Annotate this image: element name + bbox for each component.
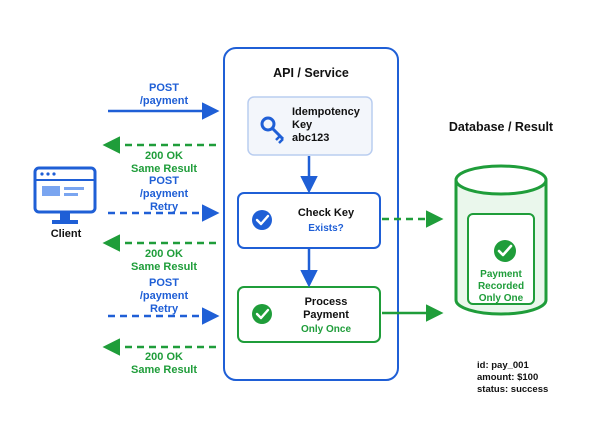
result-line-1: Payment <box>480 269 522 280</box>
result-details: id: pay_001 amount: $100 status: success <box>477 360 548 396</box>
database-result-text: Payment Recorded Only One <box>466 269 536 305</box>
database-title: Database / Result <box>448 120 554 134</box>
result-detail-id: id: pay_001 <box>477 360 529 371</box>
check-circle-icon <box>494 240 516 262</box>
process-line-2: Payment <box>303 309 349 321</box>
response-label-1: 200 OK Same Result <box>112 150 216 176</box>
check-circle-icon <box>252 210 272 230</box>
result-line-3: Only One <box>478 293 524 304</box>
request-2-method: POST <box>149 175 179 187</box>
request-label-3: POST /payment Retry <box>112 277 216 316</box>
result-detail-amount: amount: $100 <box>477 372 539 383</box>
process-payment-text: Process Payment Only Once <box>280 296 372 336</box>
idempotency-line-1: Idempotency <box>292 106 360 118</box>
idempotency-value: abc123 <box>292 132 330 144</box>
client-label: Client <box>50 228 82 240</box>
request-3-path: /payment <box>139 290 189 302</box>
response-3-note: Same Result <box>130 364 198 376</box>
check-key-title: Check Key <box>297 207 355 219</box>
check-key-subtitle: Exists? <box>308 223 344 234</box>
idempotency-key-box <box>247 96 373 156</box>
monitor-icon <box>33 166 97 224</box>
idempotency-line-2: Key <box>292 119 313 131</box>
request-1-path: /payment <box>139 95 189 107</box>
service-title: API / Service <box>273 66 349 80</box>
response-1-note: Same Result <box>130 163 198 175</box>
request-2-note: Retry <box>149 201 179 213</box>
process-line-1: Process <box>304 296 348 308</box>
response-2-status: 200 OK <box>145 248 183 260</box>
request-1-method: POST <box>149 82 179 94</box>
response-label-3: 200 OK Same Result <box>112 351 216 377</box>
request-label-2: POST /payment Retry <box>112 175 216 214</box>
check-key-text: Check Key Exists? <box>280 207 372 235</box>
request-3-method: POST <box>149 277 179 289</box>
request-label-1: POST /payment <box>112 82 216 108</box>
response-2-note: Same Result <box>130 261 198 273</box>
idempotency-key-text: Idempotency Key abc123 <box>292 106 368 145</box>
process-subtitle: Only Once <box>300 324 351 335</box>
result-detail-status: status: success <box>477 384 549 395</box>
key-icon <box>260 116 285 144</box>
response-label-2: 200 OK Same Result <box>112 248 216 274</box>
request-2-path: /payment <box>139 188 189 200</box>
request-3-note: Retry <box>149 303 179 315</box>
result-line-2: Recorded <box>477 281 525 292</box>
response-1-status: 200 OK <box>145 150 183 162</box>
response-3-status: 200 OK <box>145 351 183 363</box>
check-circle-icon <box>252 304 272 324</box>
